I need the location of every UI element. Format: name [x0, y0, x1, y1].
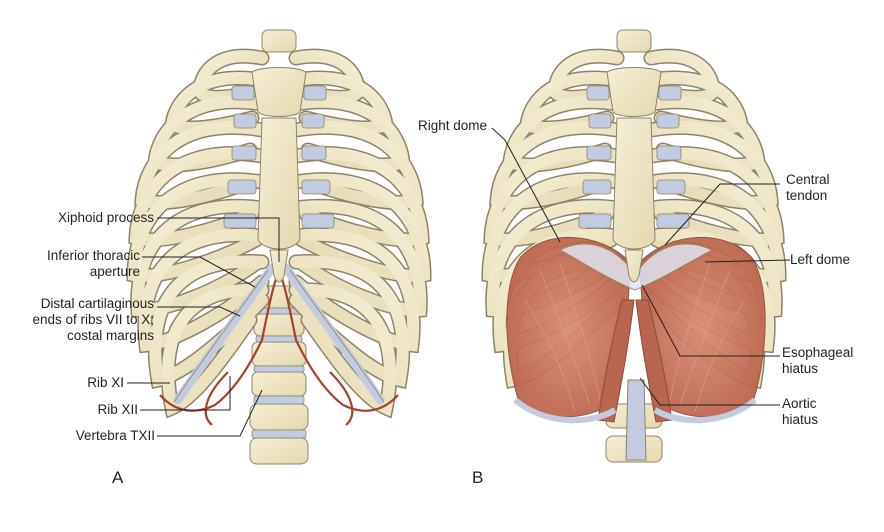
ribs-right-a: [288, 48, 432, 419]
diaphragm-crura: [597, 299, 673, 423]
label-left-dome: Left dome: [790, 252, 851, 267]
sternum-b: [606, 67, 662, 283]
muscle-fibers: [524, 261, 746, 413]
label-vertebra-txii: Vertebra TXII: [75, 428, 155, 443]
aorta-b: [625, 379, 647, 461]
diaphragm: [506, 237, 766, 424]
rib-cage-a: [126, 29, 432, 465]
label-inferior-thoracic-aperture: Inferior thoracic aperture: [46, 248, 140, 279]
panel-letter-b: B: [472, 468, 484, 487]
costal-margin-a: [173, 263, 385, 405]
label-distal-cartilaginous-ends: Distal cartilaginous ends of ribs VII to…: [32, 296, 154, 343]
costal-cartilages-b: [578, 85, 690, 229]
rib-cage-b: [481, 29, 787, 463]
leader-lines-a: [127, 217, 280, 437]
label-xiphoid-process: Xiphoid process: [57, 210, 154, 225]
panel-letter-a: A: [112, 468, 124, 487]
costal-margin-outline-a: [173, 269, 385, 403]
ribs-left-a: [126, 48, 270, 419]
ribs-left-b: [481, 48, 625, 390]
central-tendon-b: [558, 243, 714, 291]
label-right-dome: Right dome: [418, 118, 488, 133]
label-rib-xii: Rib XII: [97, 402, 138, 417]
label-central-tendon: Central tendon: [786, 172, 830, 203]
label-rib-xi: Rib XI: [87, 375, 124, 390]
leader-lines-b: [491, 127, 791, 406]
rib-xii-outline-a: [204, 371, 354, 426]
sternum-a: [251, 67, 307, 283]
diaphragm-lower-margin: [513, 397, 757, 424]
label-esophageal-hiatus: Esophageal hiatus: [782, 345, 854, 376]
label-aortic-hiatus: Aortic hiatus: [782, 396, 819, 427]
